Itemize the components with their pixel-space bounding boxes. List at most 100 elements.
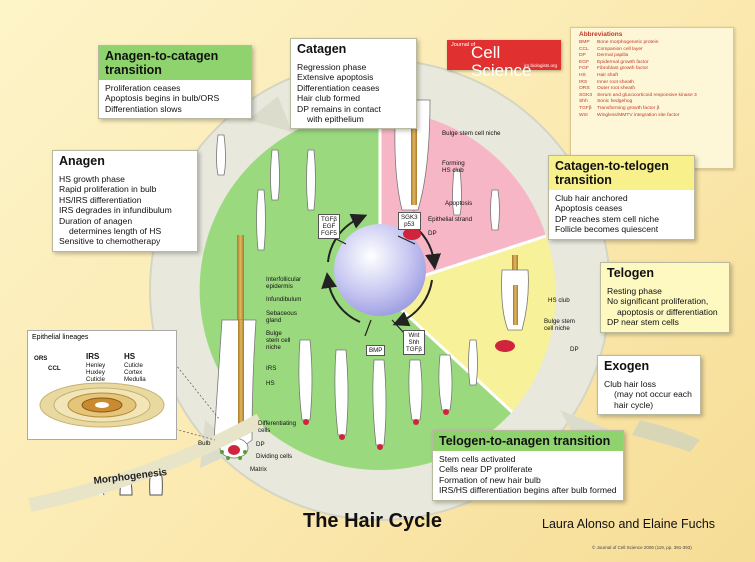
exogen-title: Exogen <box>598 356 700 376</box>
abbreviation-row: CCLCompanion cell layer <box>571 47 733 54</box>
abbreviation-row: FGFFibroblast growth factor <box>571 66 733 73</box>
exogen-lines: Club hair loss(may not occur eachhair cy… <box>598 376 700 414</box>
text-line: Extensive apoptosis <box>297 72 410 82</box>
abbreviation-value: Sonic hedgehog <box>597 99 632 106</box>
text-line: Differentiation ceases <box>297 83 410 93</box>
signals-tgf-egf-fgf: TGFβEGFFGF5 <box>318 214 340 239</box>
abbreviation-row: WntWingless/MMTV integration site factor <box>571 113 733 120</box>
label-interfollicular: Interfollicular epidermis <box>266 276 306 290</box>
telogen-to-anagen-box: Telogen-to-anagen transition Stem cells … <box>432 430 624 501</box>
journal-logo-name: Cell Science <box>471 44 561 80</box>
text-line: Rapid proliferation in bulb <box>59 184 191 194</box>
text-line: Henley <box>86 362 105 369</box>
text-line: Stem cells activated <box>439 454 617 464</box>
text-line: Regression phase <box>297 62 410 72</box>
label-dp-catagen: DP <box>428 230 437 237</box>
text-line: DP near stem cells <box>607 317 723 327</box>
catagen-to-telogen-box: Catagen-to-telogen transition Club hair … <box>548 155 695 240</box>
signals-sgk3-p53: SGK3p53 <box>398 212 421 230</box>
exogen-box: Exogen Club hair loss(may not occur each… <box>597 355 701 415</box>
abbreviation-row: ShhSonic hedgehog <box>571 99 733 106</box>
telogen-title: Telogen <box>601 263 729 283</box>
lineage-title: Epithelial lineages <box>28 331 176 344</box>
abbreviation-value: Wingless/MMTV integration site factor <box>597 113 679 120</box>
abbreviation-row: BMPBone morphogenetic protein <box>571 40 733 47</box>
label-matrix: Matrix <box>250 466 267 473</box>
text-line: Apoptosis ceases <box>555 203 688 213</box>
label-sebaceous: Sebaceous gland <box>266 310 298 324</box>
text-line: TGFβ <box>406 346 422 353</box>
text-line: Apoptosis begins in bulb/ORS <box>105 93 245 103</box>
text-line: with epithelium <box>297 114 410 124</box>
text-line: SGK3 <box>401 214 418 221</box>
abbreviation-row: DPDermal papilla <box>571 53 733 60</box>
abbreviation-row: EGFEpidermal growth factor <box>571 60 733 67</box>
catagen-lines: Regression phaseExtensive apoptosisDiffe… <box>291 59 416 128</box>
anagen-to-catagen-title: Anagen-to-catagen transition <box>99 46 251 80</box>
telogen-to-anagen-lines: Stem cells activatedCells near DP prolif… <box>433 451 623 500</box>
anagen-to-catagen-box: Anagen-to-catagen transition Proliferati… <box>98 45 252 119</box>
signals-bmp: BMP <box>366 345 385 356</box>
label-apoptosis: Apoptosis <box>445 200 472 207</box>
catagen-title: Catagen <box>291 39 416 59</box>
abbreviation-row: HSHair shaft <box>571 73 733 80</box>
text-line: p53 <box>401 221 418 228</box>
text-line: FGF5 <box>321 230 337 237</box>
label-bulb: Bulb <box>198 440 210 447</box>
label-epithelial-strand: Epithelial strand <box>428 216 472 223</box>
abbreviation-value: Fibroblast growth factor <box>597 66 648 73</box>
label-bulge-niche-anagen: Bulge stem cell niche <box>266 330 296 351</box>
text-line: Medulla <box>124 376 146 383</box>
abbreviation-row: ORSOuter root sheath <box>571 86 733 93</box>
text-line: BMP <box>369 347 382 354</box>
abbreviations-title: Abbreviations <box>571 28 733 40</box>
journal-logo-url: jcs.biologists.org <box>524 63 557 68</box>
text-line: IRS degrades in infundibulum <box>59 205 191 215</box>
text-line: Cortex <box>124 369 146 376</box>
abbreviation-key: DP <box>579 53 597 60</box>
copyright: © Journal of Cell Science 2006 (119, pp.… <box>592 545 692 550</box>
text-line: HS/IRS differentiation <box>59 195 191 205</box>
label-differentiating: Differentiating cells <box>258 420 296 434</box>
text-line: No significant proliferation, <box>607 296 723 306</box>
page-title: The Hair Cycle <box>303 510 442 533</box>
label-forming-club: Forming HS club <box>442 160 468 174</box>
text-line: Cells near DP proliferate <box>439 464 617 474</box>
abbreviation-value: Dermal papilla <box>597 53 628 60</box>
text-line: Hair club formed <box>297 93 410 103</box>
text-line: Cuticle <box>86 376 105 383</box>
anagen-to-catagen-lines: Proliferation ceasesApoptosis begins in … <box>99 80 251 118</box>
authors: Laura Alonso and Elaine Fuchs <box>542 517 715 531</box>
text-line: apoptosis or differentiation <box>607 307 723 317</box>
text-line: Club hair anchored <box>555 193 688 203</box>
label-hs: HS <box>266 380 275 387</box>
lineage-irs-items: HenleyHuxleyCuticle <box>86 362 105 383</box>
text-line: (may not occur each <box>604 389 694 399</box>
journal-logo: Journal of Cell Science jcs.biologists.o… <box>447 40 561 70</box>
exogen-arrow <box>632 420 700 452</box>
text-line: DP remains in contact <box>297 104 410 114</box>
text-line: Sensitive to chemotherapy <box>59 236 191 246</box>
catagen-to-telogen-title: Catagen-to-telogen transition <box>549 156 694 190</box>
lineage-rings <box>28 347 176 437</box>
text-line: determines length of HS <box>59 226 191 236</box>
abbreviation-key: Wnt <box>579 113 597 120</box>
abbreviation-value: Outer root sheath <box>597 86 635 93</box>
anagen-title: Anagen <box>53 151 197 171</box>
text-line: Club hair loss <box>604 379 694 389</box>
text-line: DP reaches stem cell niche <box>555 214 688 224</box>
text-line: Formation of new hair bulb <box>439 475 617 485</box>
abbreviations-list: BMPBone morphogenetic proteinCCLCompanio… <box>571 40 733 119</box>
abbreviation-value: Transforming growth factor β <box>597 106 659 113</box>
text-line: Resting phase <box>607 286 723 296</box>
anagen-box: Anagen HS growth phaseRapid proliferatio… <box>52 150 198 252</box>
abbreviation-row: SGK3Serum and glucocorticoid responsive … <box>571 93 733 100</box>
abbreviation-key: TGFβ <box>579 106 597 113</box>
label-hs-club: HS club <box>548 297 570 304</box>
lineage-hs: HS <box>124 353 135 360</box>
text-line: hair cycle) <box>604 400 694 410</box>
signals-wnt-shh-tgf: WntShhTGFβ <box>403 330 425 355</box>
lineage-hs-items: CuticleCortexMedulla <box>124 362 146 383</box>
text-line: HS growth phase <box>59 174 191 184</box>
